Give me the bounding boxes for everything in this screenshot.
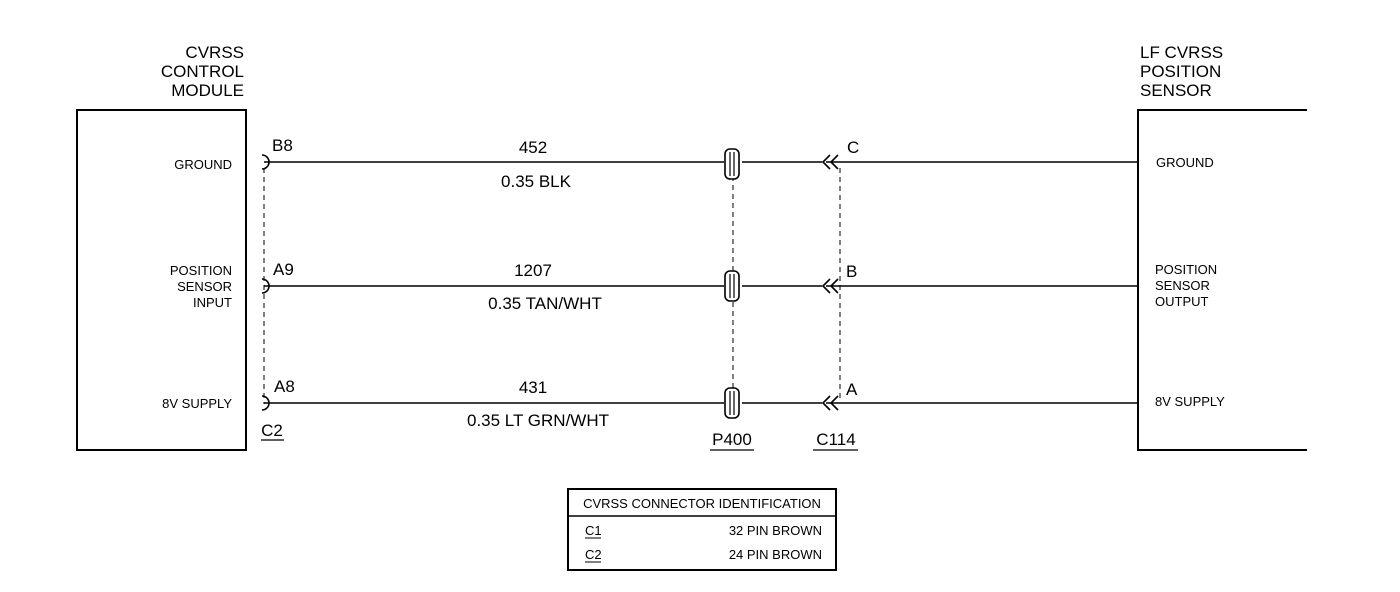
wire-label-1207: 0.35 TAN/WHT: [488, 294, 602, 313]
table-border: [567, 488, 837, 571]
left-pin-label-supply: 8V SUPPLY: [162, 396, 232, 411]
left-module-title-line-2: CONTROL: [161, 62, 244, 81]
left-pin-label-position-3: INPUT: [193, 295, 232, 310]
left-module: CVRSS CONTROL MODULE GROUND POSITION SEN…: [76, 43, 247, 451]
left-pin-label-position-1: POSITION: [170, 263, 232, 278]
right-pin-label-supply: 8V SUPPLY: [1155, 394, 1225, 409]
right-module-title-line-3: SENSOR: [1140, 81, 1212, 100]
left-pin-a8: A8: [274, 377, 295, 396]
c114-connector-icon: [821, 395, 839, 411]
circuit-number-431: 431: [519, 378, 547, 397]
c114-connector-icon: [821, 154, 839, 170]
left-pin-label-ground: GROUND: [174, 157, 232, 172]
connector-id-table: CVRSS CONNECTOR IDENTIFICATION C1 32 PIN…: [567, 488, 837, 571]
table-header: CVRSS CONNECTOR IDENTIFICATION: [583, 496, 821, 511]
right-pin-label-position-1: POSITION: [1155, 262, 1217, 277]
right-module-title-line-2: POSITION: [1140, 62, 1221, 81]
connector-p400-label: P400: [712, 430, 752, 449]
p400-splice-icon: [724, 387, 740, 419]
right-pin-label-position-2: SENSOR: [1155, 278, 1210, 293]
circuit-number-1207: 1207: [514, 261, 552, 280]
connector-c114-label: C114: [816, 430, 855, 449]
table-row-2-id: C2: [585, 547, 602, 562]
p400-splice-icon: [724, 270, 740, 302]
wire-label-431: 0.35 LT GRN/WHT: [467, 411, 609, 430]
left-pin-a9: A9: [273, 260, 294, 279]
right-pin-label-ground: GROUND: [1156, 155, 1214, 170]
right-pin-b: B: [846, 262, 857, 281]
right-pin-label-position-3: OUTPUT: [1155, 294, 1209, 309]
wire-label-452: 0.35 BLK: [501, 172, 572, 191]
c114-connector-icon: [821, 278, 839, 294]
p400-splice-icon: [724, 148, 740, 180]
left-pin-label-position-2: SENSOR: [177, 279, 232, 294]
left-module-title-line-1: CVRSS: [185, 43, 244, 62]
left-module-title-line-3: MODULE: [171, 81, 244, 100]
right-module-title-line-1: LF CVRSS: [1140, 43, 1223, 62]
table-row-2-desc: 24 PIN BROWN: [729, 547, 822, 562]
right-pin-c: C: [847, 138, 859, 157]
circuit-ground: B8 452 0.35 BLK C: [261, 136, 1138, 191]
right-module: LF CVRSS POSITION SENSOR GROUND POSITION…: [1137, 43, 1307, 451]
right-pin-a: A: [846, 380, 858, 399]
circuit-supply: A8 431 0.35 LT GRN/WHT A: [261, 377, 1138, 430]
left-module-box: [76, 109, 247, 451]
connector-c2-label: C2: [261, 421, 283, 440]
right-module-box: [1137, 109, 1307, 451]
table-row-1-id: C1: [585, 523, 602, 538]
circuit-number-452: 452: [519, 138, 547, 157]
table-row-1-desc: 32 PIN BROWN: [729, 523, 822, 538]
left-pin-b8: B8: [272, 136, 293, 155]
circuit-position: A9 1207 0.35 TAN/WHT B: [261, 260, 1138, 313]
